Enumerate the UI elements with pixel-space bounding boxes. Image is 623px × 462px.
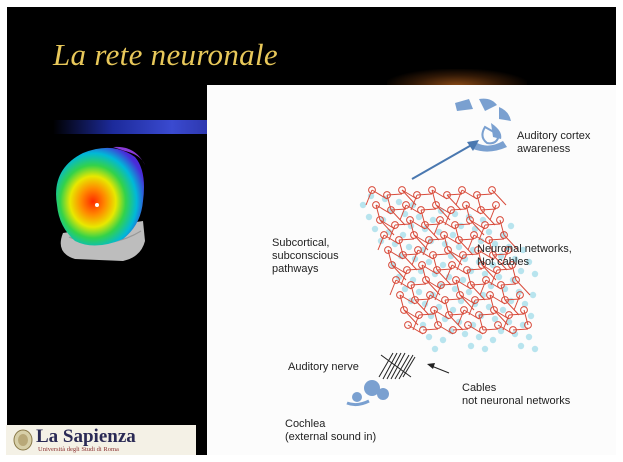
figure-illustration [346,98,539,407]
seal-icon [13,429,33,451]
label-cochlea: Cochlea (external sound in) [285,418,377,443]
label-neuronal-networks: Neuronal networks, Not cables [477,243,572,268]
auditory-nerve-bundle [378,352,416,380]
neural-network-figure: Auditory cortex awareness Subcortical, s… [207,85,616,455]
logo-subtitle: Università degli Studi di Roma [38,446,119,453]
label-cables: Cables not neuronal networks [462,382,571,407]
label-auditory-cortex: Auditory cortex awareness [517,130,591,155]
accent-bar [53,120,223,134]
neuronal-network-drawing [365,186,532,335]
auditory-cortex-shapes [455,98,511,152]
logo-name: La Sapienza [36,426,136,447]
sapienza-logo: La Sapienza Università degli Studi di Ro… [6,425,196,455]
slide: La rete neuronale [7,7,616,455]
slide-title: La rete neuronale [53,37,278,72]
label-subcortical: Subcortical, subconscious pathways [272,237,339,275]
label-auditory-nerve: Auditory nerve [288,361,359,373]
background-neurons [359,192,539,353]
brain-heatmap-image [56,146,145,261]
cochlea-shape [346,380,389,407]
